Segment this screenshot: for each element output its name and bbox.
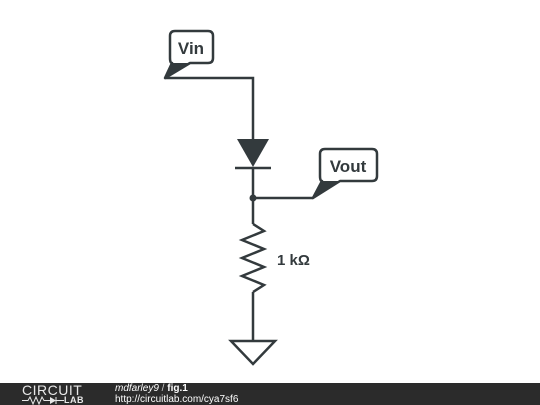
- logo-wordmark-top: CIRCUIT: [22, 382, 83, 398]
- resistor-symbol: [238, 222, 268, 294]
- vin-flag-pointer: [165, 63, 190, 78]
- diode-symbol: [235, 139, 271, 170]
- figure-name: fig.1: [167, 383, 188, 394]
- vin-wire: [165, 76, 255, 139]
- footer-bar: CIRCUIT LAB mdfarley9 / fig.1 http://cir…: [0, 383, 540, 405]
- vin-flag: Vin: [163, 29, 215, 80]
- vout-flag: Vout: [311, 147, 379, 200]
- vout-label: Vout: [330, 157, 367, 176]
- circuit-diagram: Vin Vout 1 kΩ: [163, 29, 379, 366]
- logo-resistor-diode-icon: [22, 396, 64, 405]
- circuit-url-link[interactable]: http://circuitlab.com/cya7sf6: [115, 394, 239, 405]
- circuitlab-logo[interactable]: CIRCUIT LAB: [22, 383, 97, 405]
- vin-label: Vin: [178, 39, 204, 58]
- resistor-value-label: 1 kΩ: [277, 252, 310, 269]
- author-link[interactable]: mdfarley9: [115, 383, 159, 394]
- diode-triangle: [237, 139, 269, 167]
- ground-icon: [228, 339, 278, 366]
- vout-flag-pointer: [313, 181, 340, 198]
- credit-separator: /: [158, 383, 168, 394]
- figure-credit: mdfarley9 / fig.1: [115, 384, 188, 394]
- logo-wordmark-bottom: LAB: [64, 395, 84, 405]
